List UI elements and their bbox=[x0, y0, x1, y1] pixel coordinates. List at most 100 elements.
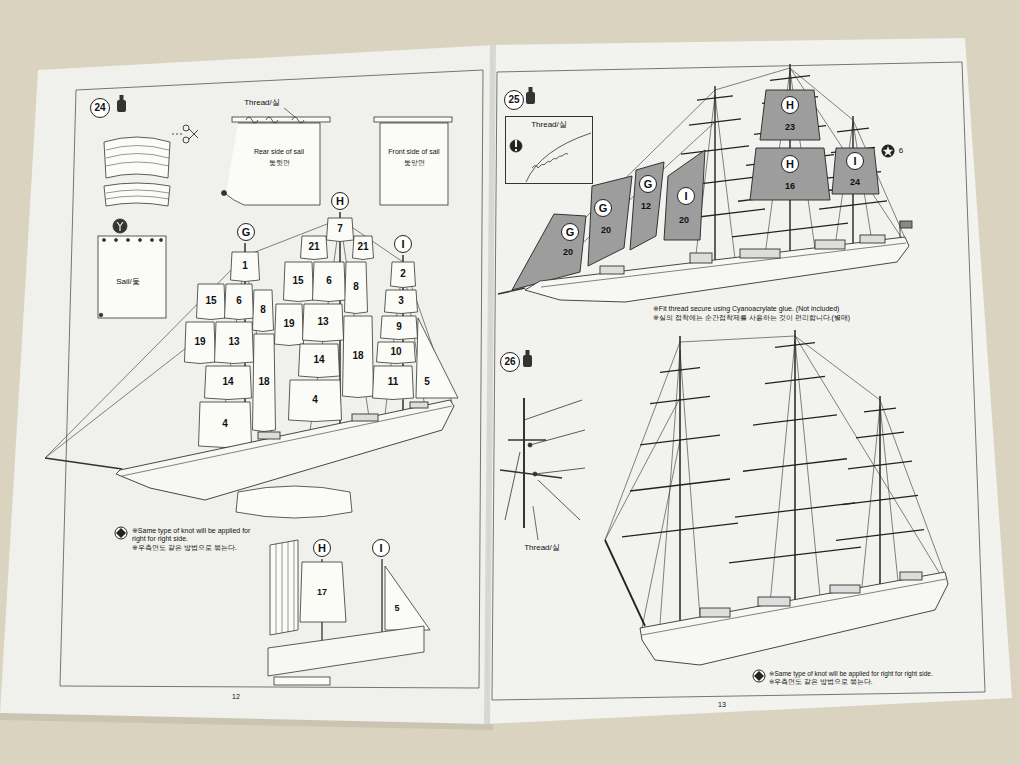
sail bbox=[253, 334, 276, 432]
mast bbox=[245, 212, 403, 447]
callout-number: 17 bbox=[316, 587, 328, 597]
sail-sheet bbox=[103, 239, 106, 242]
page-paper bbox=[487, 45, 493, 724]
mast bbox=[605, 330, 880, 626]
knife-icon bbox=[113, 219, 127, 233]
ship-hull bbox=[640, 572, 948, 665]
part-label: 돛앞면 bbox=[403, 159, 426, 167]
sail bbox=[416, 318, 458, 398]
page-frame bbox=[492, 62, 985, 700]
sail-piece bbox=[106, 190, 169, 199]
callout-number: 20 bbox=[678, 215, 690, 225]
sail bbox=[197, 284, 226, 320]
glue-icon bbox=[526, 350, 530, 356]
ship-hull bbox=[700, 608, 730, 617]
part-label: Thread/실 bbox=[243, 98, 281, 107]
callout-number: 21 bbox=[307, 241, 320, 253]
callout-number: 20 bbox=[600, 225, 612, 235]
sail bbox=[275, 304, 304, 346]
ship-hull bbox=[740, 249, 780, 258]
sail bbox=[215, 322, 254, 364]
callout-letter: 26 bbox=[504, 357, 515, 367]
callout-number: 5 bbox=[393, 603, 400, 613]
part-label: Sail/돛 bbox=[115, 277, 141, 286]
part-label: Thread/실 bbox=[523, 543, 561, 552]
sail-letter: I bbox=[677, 187, 695, 205]
callout-number: 6 bbox=[325, 275, 333, 287]
star-icon bbox=[882, 145, 895, 158]
sail bbox=[385, 290, 418, 314]
inset-picture bbox=[385, 566, 430, 630]
note-icon bbox=[116, 528, 126, 538]
sail bbox=[353, 236, 374, 260]
callout-number: 18 bbox=[257, 376, 270, 388]
callout-letter: G bbox=[644, 179, 653, 190]
callout-letter: G bbox=[599, 203, 608, 214]
yard bbox=[630, 479, 730, 491]
rear-side-sail bbox=[222, 117, 331, 205]
step-number: 25 bbox=[504, 90, 524, 110]
sail-letter: H bbox=[781, 96, 799, 114]
glue-icon bbox=[117, 87, 535, 367]
callout-number: 7 bbox=[336, 223, 344, 235]
callout-number: 11 bbox=[387, 376, 400, 388]
ship-hull bbox=[122, 406, 452, 476]
inset-picture bbox=[268, 540, 430, 685]
callout-number: 1 bbox=[241, 260, 249, 272]
inset-picture bbox=[535, 468, 585, 474]
rear-side-sail bbox=[232, 117, 330, 122]
callout-number: 13 bbox=[316, 316, 329, 328]
scissors-icon bbox=[189, 130, 198, 139]
leader-line bbox=[533, 506, 538, 540]
mast bbox=[879, 396, 881, 584]
rear-side-sail bbox=[246, 117, 304, 123]
callout-letter: 24 bbox=[94, 103, 105, 113]
rigging-line bbox=[862, 405, 880, 587]
inset-picture bbox=[523, 398, 525, 528]
scissors-icon bbox=[183, 125, 189, 131]
yard bbox=[622, 343, 924, 563]
sail-piece bbox=[104, 183, 170, 206]
glue-icon bbox=[120, 95, 124, 101]
ship-hull bbox=[815, 240, 845, 249]
inset-label: Thread/실 bbox=[506, 120, 592, 129]
sail-sheet bbox=[127, 239, 130, 242]
page-number: 13 bbox=[717, 701, 727, 709]
sail-letter: G bbox=[561, 223, 579, 241]
callout-number: 6 bbox=[235, 295, 243, 307]
callout-number: 14 bbox=[221, 376, 234, 388]
sail-sheet bbox=[139, 239, 142, 242]
note-text: ※Same type of knot will be applied for r… bbox=[131, 527, 259, 543]
star-icon bbox=[882, 145, 895, 158]
sail-sheet bbox=[160, 239, 163, 242]
yard bbox=[697, 96, 733, 100]
yard bbox=[689, 119, 741, 125]
inset-picture bbox=[510, 133, 591, 182]
note-icon bbox=[753, 670, 765, 682]
mast bbox=[605, 540, 645, 626]
sail bbox=[185, 218, 418, 448]
callout-number: 20 bbox=[562, 247, 574, 257]
yard bbox=[660, 368, 700, 373]
sail bbox=[630, 162, 664, 250]
sail-letter: G bbox=[594, 199, 612, 217]
ship-hull bbox=[860, 235, 885, 243]
yard bbox=[681, 146, 749, 154]
ship-hull bbox=[600, 266, 624, 274]
ship-stand bbox=[236, 486, 352, 518]
yard bbox=[770, 76, 810, 81]
ship-hull bbox=[900, 221, 912, 228]
sail-sheet bbox=[103, 239, 163, 242]
sail bbox=[284, 262, 314, 302]
ship-hull bbox=[410, 402, 428, 408]
sail bbox=[299, 344, 340, 378]
ship-hull bbox=[541, 243, 906, 287]
inset-picture bbox=[500, 470, 562, 478]
scissors-icon bbox=[172, 125, 198, 143]
